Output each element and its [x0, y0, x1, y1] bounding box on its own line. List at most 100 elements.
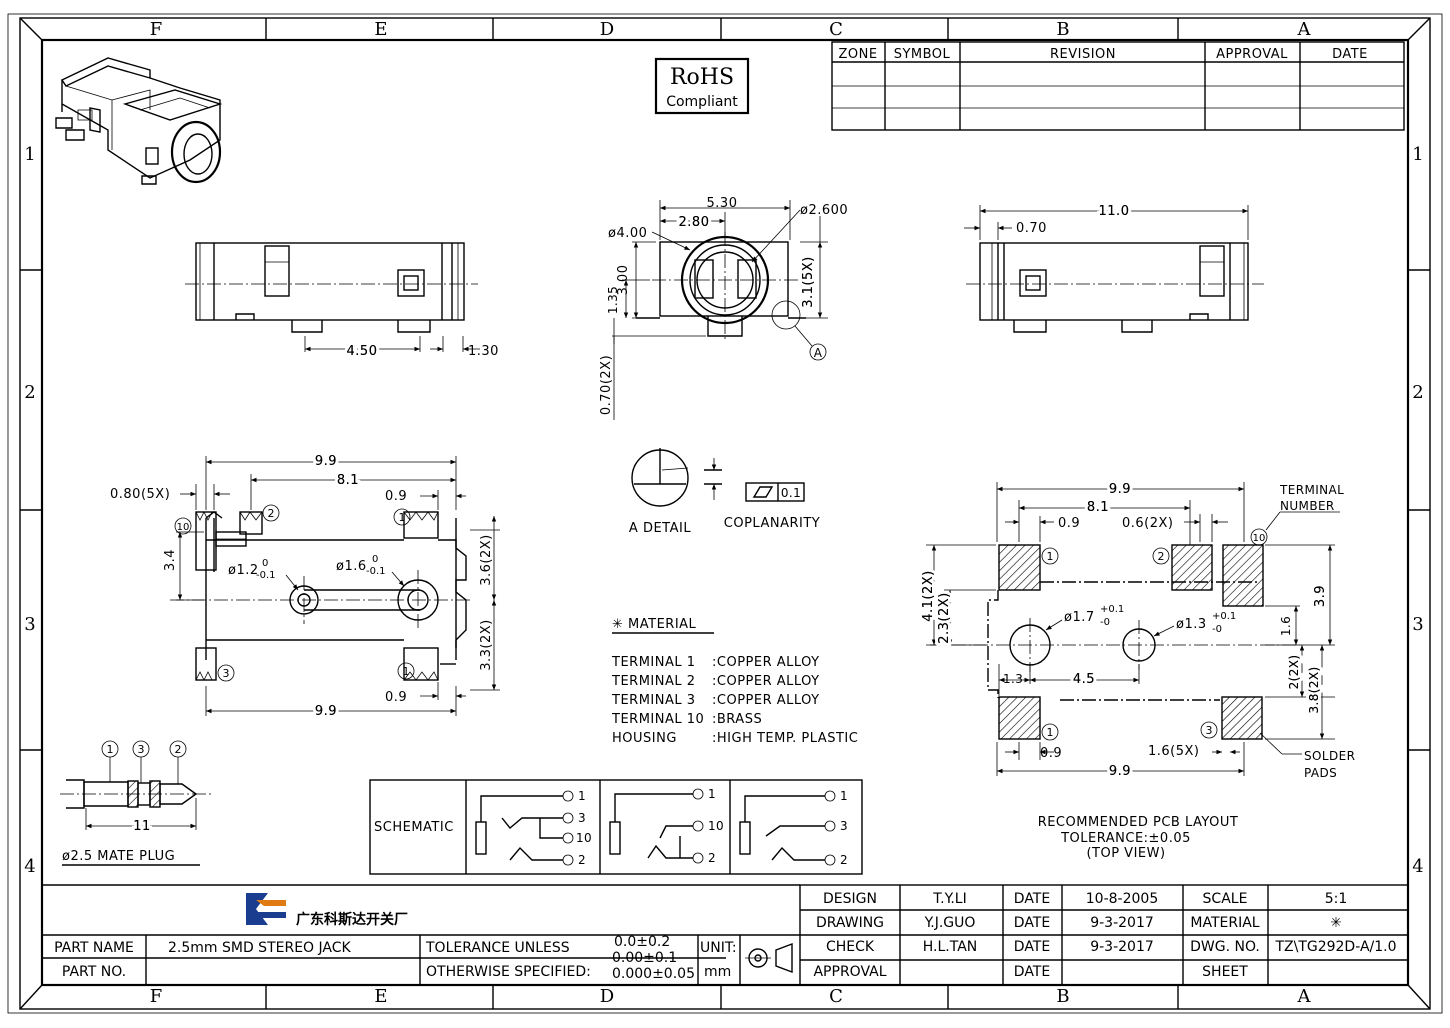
pcb-layout-tolerance: TOLERANCE:±0.05 — [1060, 831, 1191, 846]
dim-top-d1-6-tol-up: 0 — [372, 554, 378, 565]
sch-c-pin-2: 2 — [840, 853, 848, 867]
dim-pcb-d1-7: ø1.7 +0.1 -0 — [1045, 604, 1124, 631]
dim-top-0-9-b: 0.9 — [385, 690, 407, 705]
svg-text:2.80: 2.80 — [679, 215, 710, 230]
dim-front-3-1-5x: 3.1(5X) — [801, 256, 816, 308]
sheet-frame — [7, 13, 1443, 1014]
sch-a-pin-1: 1 — [578, 789, 586, 803]
check-date-label: DATE — [1014, 939, 1050, 955]
sch-b-pin-2: 2 — [708, 851, 716, 865]
sch-b-pin-10: 10 — [708, 819, 724, 833]
material-heading: ✳ MATERIAL — [612, 617, 697, 632]
dim-top-3-4: 3.4 — [163, 549, 178, 571]
rohs-title: RoHS — [670, 65, 734, 90]
material-value-3: :COPPER ALLOY — [712, 693, 820, 708]
row-left-4: 4 — [24, 856, 35, 877]
dim-rear-0-70: 0.70 — [1016, 221, 1047, 236]
rear-view: 11.0 11.0 0.70 — [964, 201, 1264, 333]
schematic-label: SCHEMATIC — [374, 820, 454, 835]
svg-text:9.9: 9.9 — [1109, 764, 1131, 779]
row-right-4: 4 — [1412, 856, 1423, 877]
dim-rear-11-0: 11.0 — [1099, 204, 1130, 219]
svg-text:4.50: 4.50 — [347, 344, 378, 359]
detail-a: A DETAIL 0.1 COPLANARITY — [629, 448, 820, 536]
part-name-value: 2.5mm SMD STEREO JACK — [168, 940, 352, 956]
coplanarity-value: 0.1 — [781, 486, 801, 500]
plug-pin-1: 1 — [107, 743, 114, 756]
mate-plug: 1 3 2 11 11 ø2.5 MATE PLUG — [60, 740, 214, 866]
title-block: 广东科斯达开关厂 PART NAME 2.5mm SMD STEREO JACK… — [42, 884, 1409, 986]
company-name: 广东科斯达开关厂 — [296, 911, 408, 928]
rev-col-revision: REVISION — [1050, 47, 1116, 62]
approval-date-label: DATE — [1014, 964, 1050, 980]
dim-front-5-30: 5.30 — [707, 196, 738, 211]
dim-top-d1-6-tol-down: -0.1 — [366, 566, 386, 577]
material-value-10: :BRASS — [712, 712, 762, 727]
approval-label: APPROVAL — [813, 964, 886, 980]
pcb-layout-view: (TOP VIEW) — [1086, 846, 1165, 861]
dim-plug-11: 11 — [133, 819, 151, 834]
tolerance-value-2: 0.00±0.1 — [612, 950, 677, 966]
pcb-pin-1-bottom: 1 — [1047, 726, 1054, 739]
zone-labels: F E D C B A F E D C B A 1 2 3 4 1 2 3 4 — [24, 19, 1423, 1007]
dim-pcb-3-8-2x: 3.8(2X) — [1307, 666, 1321, 713]
zone-top-c: C — [829, 19, 843, 40]
dim-top-d1-2-tol-down: -0.1 — [256, 570, 276, 581]
detail-a-label: A DETAIL — [629, 521, 691, 536]
dim-pcb-4-5: 4.5 — [1073, 672, 1095, 687]
dim-pcb-d1-3-tol-up: +0.1 — [1212, 611, 1236, 622]
part-name-label: PART NAME — [54, 940, 134, 956]
tolerance-line-1: TOLERANCE UNLESS — [425, 940, 570, 956]
material-item-2: TERMINAL 2 — [611, 674, 696, 689]
dim-pcb-9-9-b: 9.9 — [1109, 764, 1131, 779]
dim-top-9-9: 9.9 — [315, 454, 337, 469]
svg-text:4.5: 4.5 — [1073, 672, 1095, 687]
dim-pcb-2-3-2x: 2.3(2X) — [937, 592, 952, 644]
sch-a-pin-10: 10 — [576, 831, 592, 845]
pcb-pad-2 — [1171, 544, 1213, 591]
pcb-pin-2: 2 — [1158, 550, 1165, 563]
schematic-box: SCHEMATIC 1 3 10 2 1 10 2 1 3 2 — [369, 779, 863, 875]
pcb-pad-3 — [1221, 696, 1263, 740]
sheet-label: SHEET — [1202, 964, 1248, 980]
zone-bottom-b: B — [1056, 986, 1069, 1007]
dim-top-3-6-2x: 3.6(2X) — [479, 534, 494, 586]
dim-top-0-9-a: 0.9 — [385, 489, 407, 504]
dim-front-d2-600: ø2.600 — [800, 203, 848, 218]
company-logo — [246, 893, 286, 925]
dim-pcb-d1-3: ø1.3 +0.1 -0 — [1153, 611, 1236, 637]
dim-pcb-4-1-2x: 4.1(2X) — [921, 570, 936, 622]
drawing-date: 9-3-2017 — [1090, 915, 1154, 931]
plug-pin-3: 3 — [138, 743, 145, 756]
svg-text:8.1: 8.1 — [337, 473, 359, 488]
dim-pcb-1-6-5x: 1.6(5X) — [1148, 744, 1200, 759]
sch-a-pin-2: 2 — [578, 853, 586, 867]
material-item-3: TERMINAL 3 — [611, 693, 696, 708]
design-label: DESIGN — [823, 891, 877, 907]
rev-col-symbol: SYMBOL — [894, 47, 951, 62]
dim-pcb-8-1: 8.1 — [1087, 500, 1109, 515]
scale-label: SCALE — [1203, 891, 1248, 907]
sch-c-pin-3: 3 — [840, 819, 848, 833]
terminal-number-label: TERMINAL — [1279, 483, 1344, 497]
dim-side-4-50: 4.50 — [347, 344, 378, 359]
svg-text:9.9: 9.9 — [315, 454, 337, 469]
rev-col-approval: APPROVAL — [1216, 47, 1288, 62]
svg-text:3.1(5X): 3.1(5X) — [801, 256, 816, 308]
check-by: H.L.TAN — [923, 939, 978, 955]
row-right-2: 2 — [1412, 382, 1423, 403]
svg-text:4.1(2X): 4.1(2X) — [921, 570, 936, 622]
material-list: ✳ MATERIAL TERMINAL 1 :COPPER ALLOY TERM… — [611, 617, 858, 746]
material-value: ✳ — [1330, 915, 1342, 931]
dim-top-8-1: 8.1 — [337, 473, 359, 488]
svg-text:9.9: 9.9 — [1109, 482, 1131, 497]
drawing-by: Y.J.GUO — [924, 915, 976, 931]
design-date-label: DATE — [1014, 891, 1050, 907]
unit-value: mm — [704, 964, 731, 980]
material-label: MATERIAL — [1190, 915, 1259, 931]
dim-top-3-3-2x: 3.3(2X) — [479, 619, 494, 671]
row-left-2: 2 — [24, 382, 35, 403]
svg-text:3.8(2X): 3.8(2X) — [1307, 666, 1321, 713]
